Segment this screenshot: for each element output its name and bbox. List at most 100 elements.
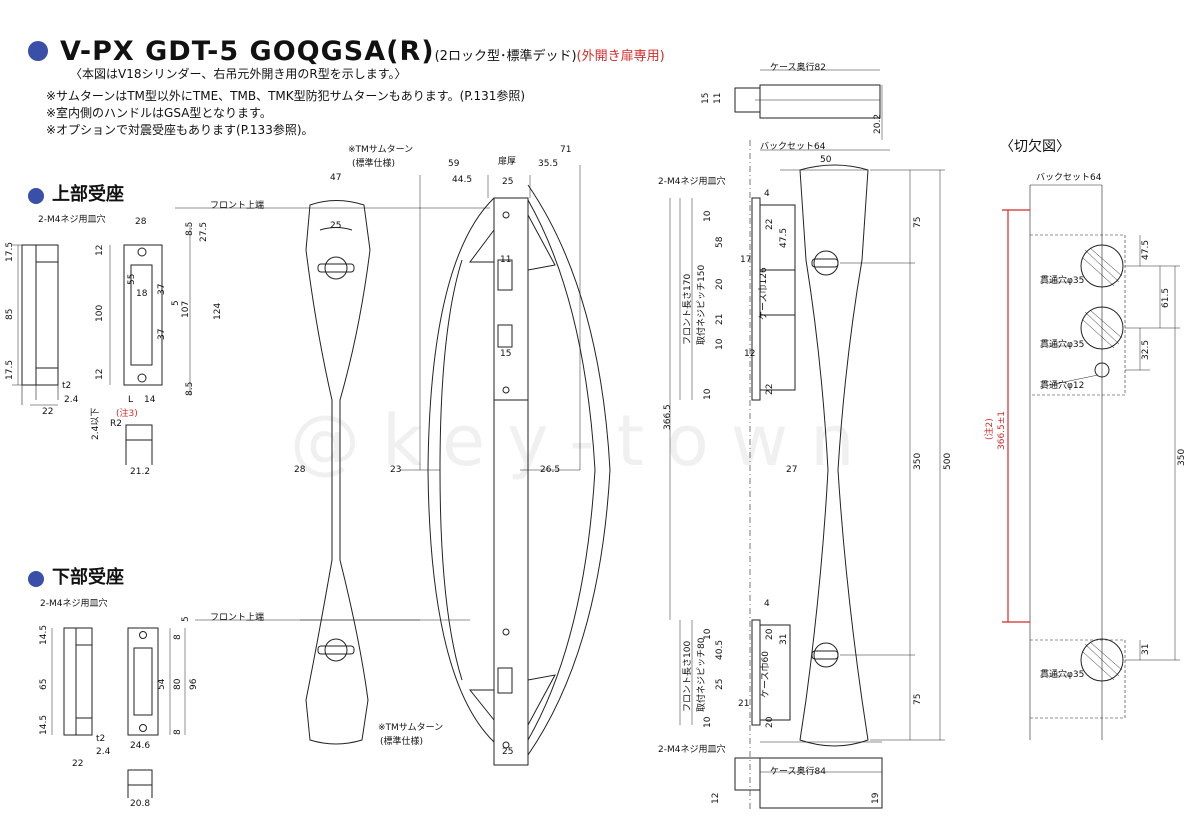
co-d32_5: 32.5 — [1141, 339, 1151, 360]
title-bullet-icon — [28, 41, 48, 61]
lb-d19: 19 — [871, 792, 881, 804]
us-d3: 17.5 — [5, 359, 15, 380]
case-width-top: ケース巾126 — [759, 267, 769, 320]
us-d16: 124 — [213, 302, 223, 320]
ls-d5: 22 — [72, 759, 84, 769]
ls-d13: 20.8 — [130, 799, 151, 809]
lb-d40_5: 40.5 — [715, 639, 725, 660]
ls-d1: 14.5 — [39, 624, 49, 645]
lb-d350: 350 — [913, 452, 923, 470]
hd-d11: 11 — [500, 255, 512, 265]
lb-d47_5: 47.5 — [779, 227, 789, 248]
us-d2: 85 — [5, 308, 15, 320]
lb-d10e: 10 — [703, 716, 713, 728]
us-d12: 37 — [157, 283, 167, 295]
hd-d35_5: 35.5 — [538, 159, 559, 169]
lb-d21a: 21 — [715, 313, 725, 325]
lb-d20b: 20 — [765, 628, 775, 640]
upper-front-label: フロント上端 — [210, 201, 265, 211]
front-len-bottom: フロント長さ100 — [683, 640, 693, 712]
caption: 〈本図はV18シリンダー、右吊元外開き用のR型を示します。〉 — [70, 67, 407, 81]
lower-strike-heading: 下部受座 — [52, 567, 124, 588]
lb-d366_5: 366.5 — [663, 404, 673, 430]
ls-d10: 96 — [189, 678, 199, 690]
upper-note-label: (注3) — [116, 409, 138, 419]
lower-strike-bullet-icon — [28, 571, 44, 587]
case-depth-bottom: ケース奥行84 — [770, 767, 827, 777]
us-d5: 22 — [42, 407, 54, 417]
lb-d22a: 22 — [765, 218, 775, 230]
cutout-heading: 〈切欠図〉 — [1000, 139, 1070, 155]
thumbturn-top-l1: ※TMサムターン — [348, 145, 414, 155]
ls-d7: 8 — [173, 634, 183, 640]
lb-d27: 27 — [786, 465, 798, 475]
cutout-hole4: 貫通穴φ35 — [1040, 670, 1085, 680]
lb-d15: 15 — [701, 92, 711, 104]
page-title: V-PX GDT-5 GOQGSA(R)(2ロック型･標準デッド)(外開き扉専用… — [60, 38, 665, 65]
hd-d59: 59 — [448, 159, 460, 169]
cutout-note-val: 366.5±1 — [997, 410, 1007, 450]
lower-strike-drawing — [51, 619, 470, 798]
lb-d20c: 20 — [765, 716, 775, 728]
us-d13: 5 — [171, 300, 181, 306]
case-depth-top: ケース奥行82 — [770, 63, 827, 73]
us-d19: 8.5 — [185, 381, 195, 396]
ls-d9: 80 — [173, 678, 183, 690]
us-d20: 14 — [144, 395, 156, 405]
us-t2: t2 — [62, 381, 72, 391]
title-main: V-PX GDT-5 GOQGSA(R) — [60, 36, 435, 67]
upper-strike-heading: 上部受座 — [52, 184, 124, 205]
lb-d11: 11 — [713, 92, 723, 104]
hd-d23: 23 — [390, 465, 402, 475]
screw-bottom-label: 2-M4ネジ用皿穴 — [658, 745, 726, 755]
backset-label: バックセット64 — [760, 142, 826, 152]
ls-d8: 54 — [157, 678, 167, 690]
lb-d75b: 75 — [913, 693, 923, 705]
lb-d50: 50 — [820, 155, 832, 165]
co-d61_5: 61.5 — [1161, 287, 1171, 308]
note-1: ※サムターンはTM型以外にTME、TMB、TMK型防犯サムターンもあります。(P… — [46, 89, 526, 103]
lb-d12a: 12 — [744, 349, 756, 359]
lb-d4a: 4 — [764, 189, 770, 199]
lb-d75a: 75 — [913, 216, 923, 228]
us-d22: R2 — [110, 419, 122, 429]
ls-d4: 2.4 — [96, 747, 111, 757]
title-subtitle-red: (外開き扉専用) — [576, 49, 665, 64]
us-d14: 37 — [157, 328, 167, 340]
case-width-bottom: ケース巾60 — [761, 650, 771, 698]
us-d7: 12 — [95, 244, 105, 256]
hd-d44_5: 44.5 — [452, 175, 473, 185]
cutout-hole3: 貫通穴φ12 — [1040, 381, 1085, 391]
lb-d25: 25 — [715, 678, 725, 690]
cutout-drawing — [1029, 184, 1180, 740]
front-len-top: フロント長さ170 — [683, 273, 693, 345]
ls-t2: t2 — [96, 734, 106, 744]
title-subtitle: (2ロック型･標準デッド) — [434, 49, 577, 64]
us-d18: 27.5 — [199, 221, 209, 242]
us-L: L — [128, 395, 134, 405]
cutout-backset: バックセット64 — [1036, 173, 1102, 183]
co-d47_5: 47.5 — [1141, 239, 1151, 260]
us-d10: 55 — [127, 273, 137, 285]
us-d8: 100 — [95, 304, 105, 322]
ls-d11: 8 — [173, 729, 183, 735]
us-d21: 2.4以下 — [91, 407, 101, 440]
lower-screw-label: 2-M4ネジ用皿穴 — [40, 599, 108, 609]
hd-d15: 15 — [500, 349, 512, 359]
us-d15: 107 — [181, 300, 191, 318]
hd-d47: 47 — [330, 173, 342, 183]
hd-d71: 71 — [560, 145, 572, 155]
thumbturn-bottom-l2: (標準仕様) — [380, 737, 424, 747]
hd-d25c: 25 — [502, 747, 514, 757]
ls-d12: 5 — [181, 616, 191, 622]
cutout-note: (注2) — [985, 418, 995, 440]
screw-pitch-top: 取付ネジピッチ150 — [697, 264, 707, 345]
handle-front-drawing — [300, 200, 420, 745]
upper-screw-label: 2-M4ネジ用皿穴 — [38, 215, 106, 225]
lb-d58: 58 — [715, 236, 725, 248]
us-d1: 17.5 — [5, 241, 15, 262]
door-thickness: 扉厚 — [498, 157, 517, 167]
us-d9: 12 — [95, 368, 105, 380]
lb-d20a: 20 — [715, 278, 725, 290]
thumbturn-bottom-l1: ※TMサムターン — [378, 723, 444, 733]
